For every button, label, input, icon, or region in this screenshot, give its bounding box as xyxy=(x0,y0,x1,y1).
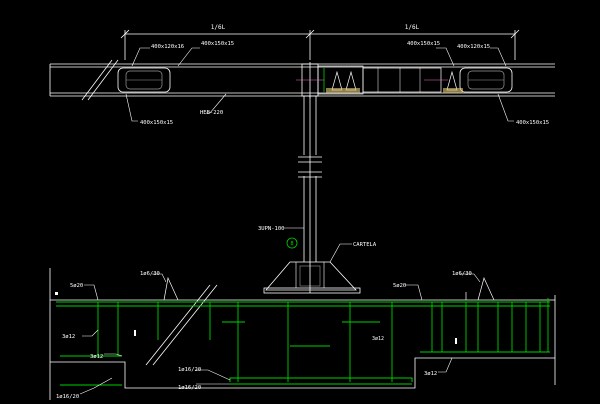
top-dimension xyxy=(120,29,520,60)
plate-top-right-a: 400x150x15 xyxy=(407,41,440,47)
plate-bottom-right: 400x150x15 xyxy=(516,120,549,126)
rebar-top-right-label: 5ø20 xyxy=(393,283,406,289)
cartela-label: CARTELA xyxy=(353,242,377,248)
rebar-top-left-label: 5ø20 xyxy=(70,283,83,289)
base-plate xyxy=(263,261,361,294)
bar-3012-c-label: 3ø12 xyxy=(424,371,437,377)
slab-break-line xyxy=(145,284,218,366)
section-marker-circle xyxy=(286,237,298,249)
plate-leaders-top xyxy=(125,47,514,122)
central-connection xyxy=(296,62,463,98)
stirrup-right-label: 1ø6/30 xyxy=(452,271,472,277)
plate-bottom-left: 400x150x15 xyxy=(140,120,173,126)
steel-column xyxy=(298,96,322,262)
top-beam xyxy=(49,63,555,97)
stirrup-hooks xyxy=(163,276,495,301)
cartela-leader xyxy=(329,243,352,263)
dim-right-label: 1/6L xyxy=(405,24,420,31)
rebar-leaders xyxy=(79,273,481,395)
bar-3012-mid-label: 3ø12 xyxy=(372,336,384,342)
left-plate-block xyxy=(117,67,171,93)
stirrups xyxy=(97,298,549,382)
plate-top-left-b: 400x150x15 xyxy=(201,41,234,47)
heb-label: HEB-220 xyxy=(200,110,223,116)
right-plate-block xyxy=(459,67,513,93)
stirrup-left-label: 1ø6/30 xyxy=(140,271,160,277)
dim-left-label: 1/6L xyxy=(211,24,226,31)
plate-top-right-b: 400x120x15 xyxy=(457,44,490,50)
plate-top-left-a: 400x120x16 xyxy=(151,44,184,50)
slab-outline xyxy=(49,268,556,400)
section-marker-label: B xyxy=(290,241,293,247)
bottom-bar-1-label: 1ø16/20 xyxy=(178,367,201,373)
tie-markers xyxy=(55,292,457,344)
bottom-bar-2-label: 1ø16/20 xyxy=(178,385,201,391)
bar-3012-a-label: 3ø12 xyxy=(62,334,75,340)
bar-3012-b-label: 3ø12 xyxy=(90,354,103,360)
beam-break-line xyxy=(81,59,119,101)
upn-label: 3UPN-100 xyxy=(258,226,285,232)
bottom-bar-3-label: 1ø16/20 xyxy=(56,394,79,400)
longitudinal-rebar xyxy=(56,301,550,386)
